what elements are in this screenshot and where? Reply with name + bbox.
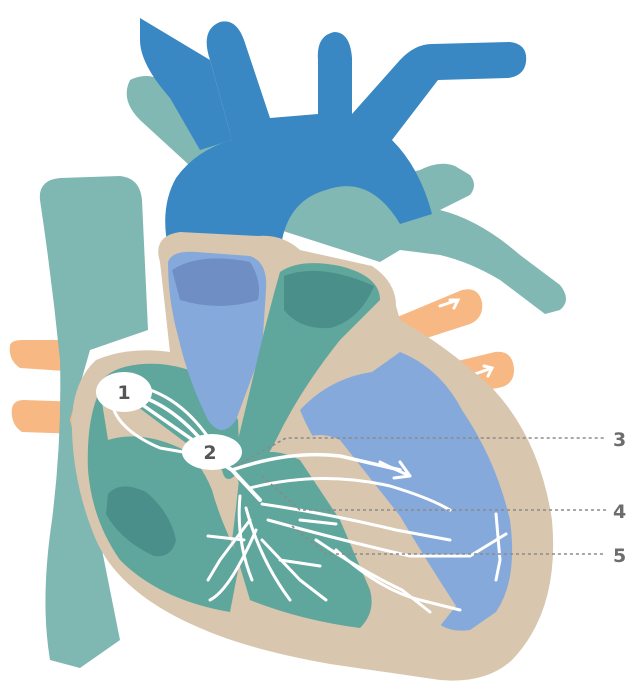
node-2-label: 2 <box>203 442 216 464</box>
node-1: 1 <box>96 372 152 412</box>
aortic-root-shade <box>172 258 259 306</box>
node-1-label: 1 <box>117 382 130 404</box>
node-2: 2 <box>182 434 242 470</box>
marker-5-label: 5 <box>613 545 626 567</box>
marker-3-label: 3 <box>613 429 626 451</box>
marker-4-label: 4 <box>613 501 626 523</box>
